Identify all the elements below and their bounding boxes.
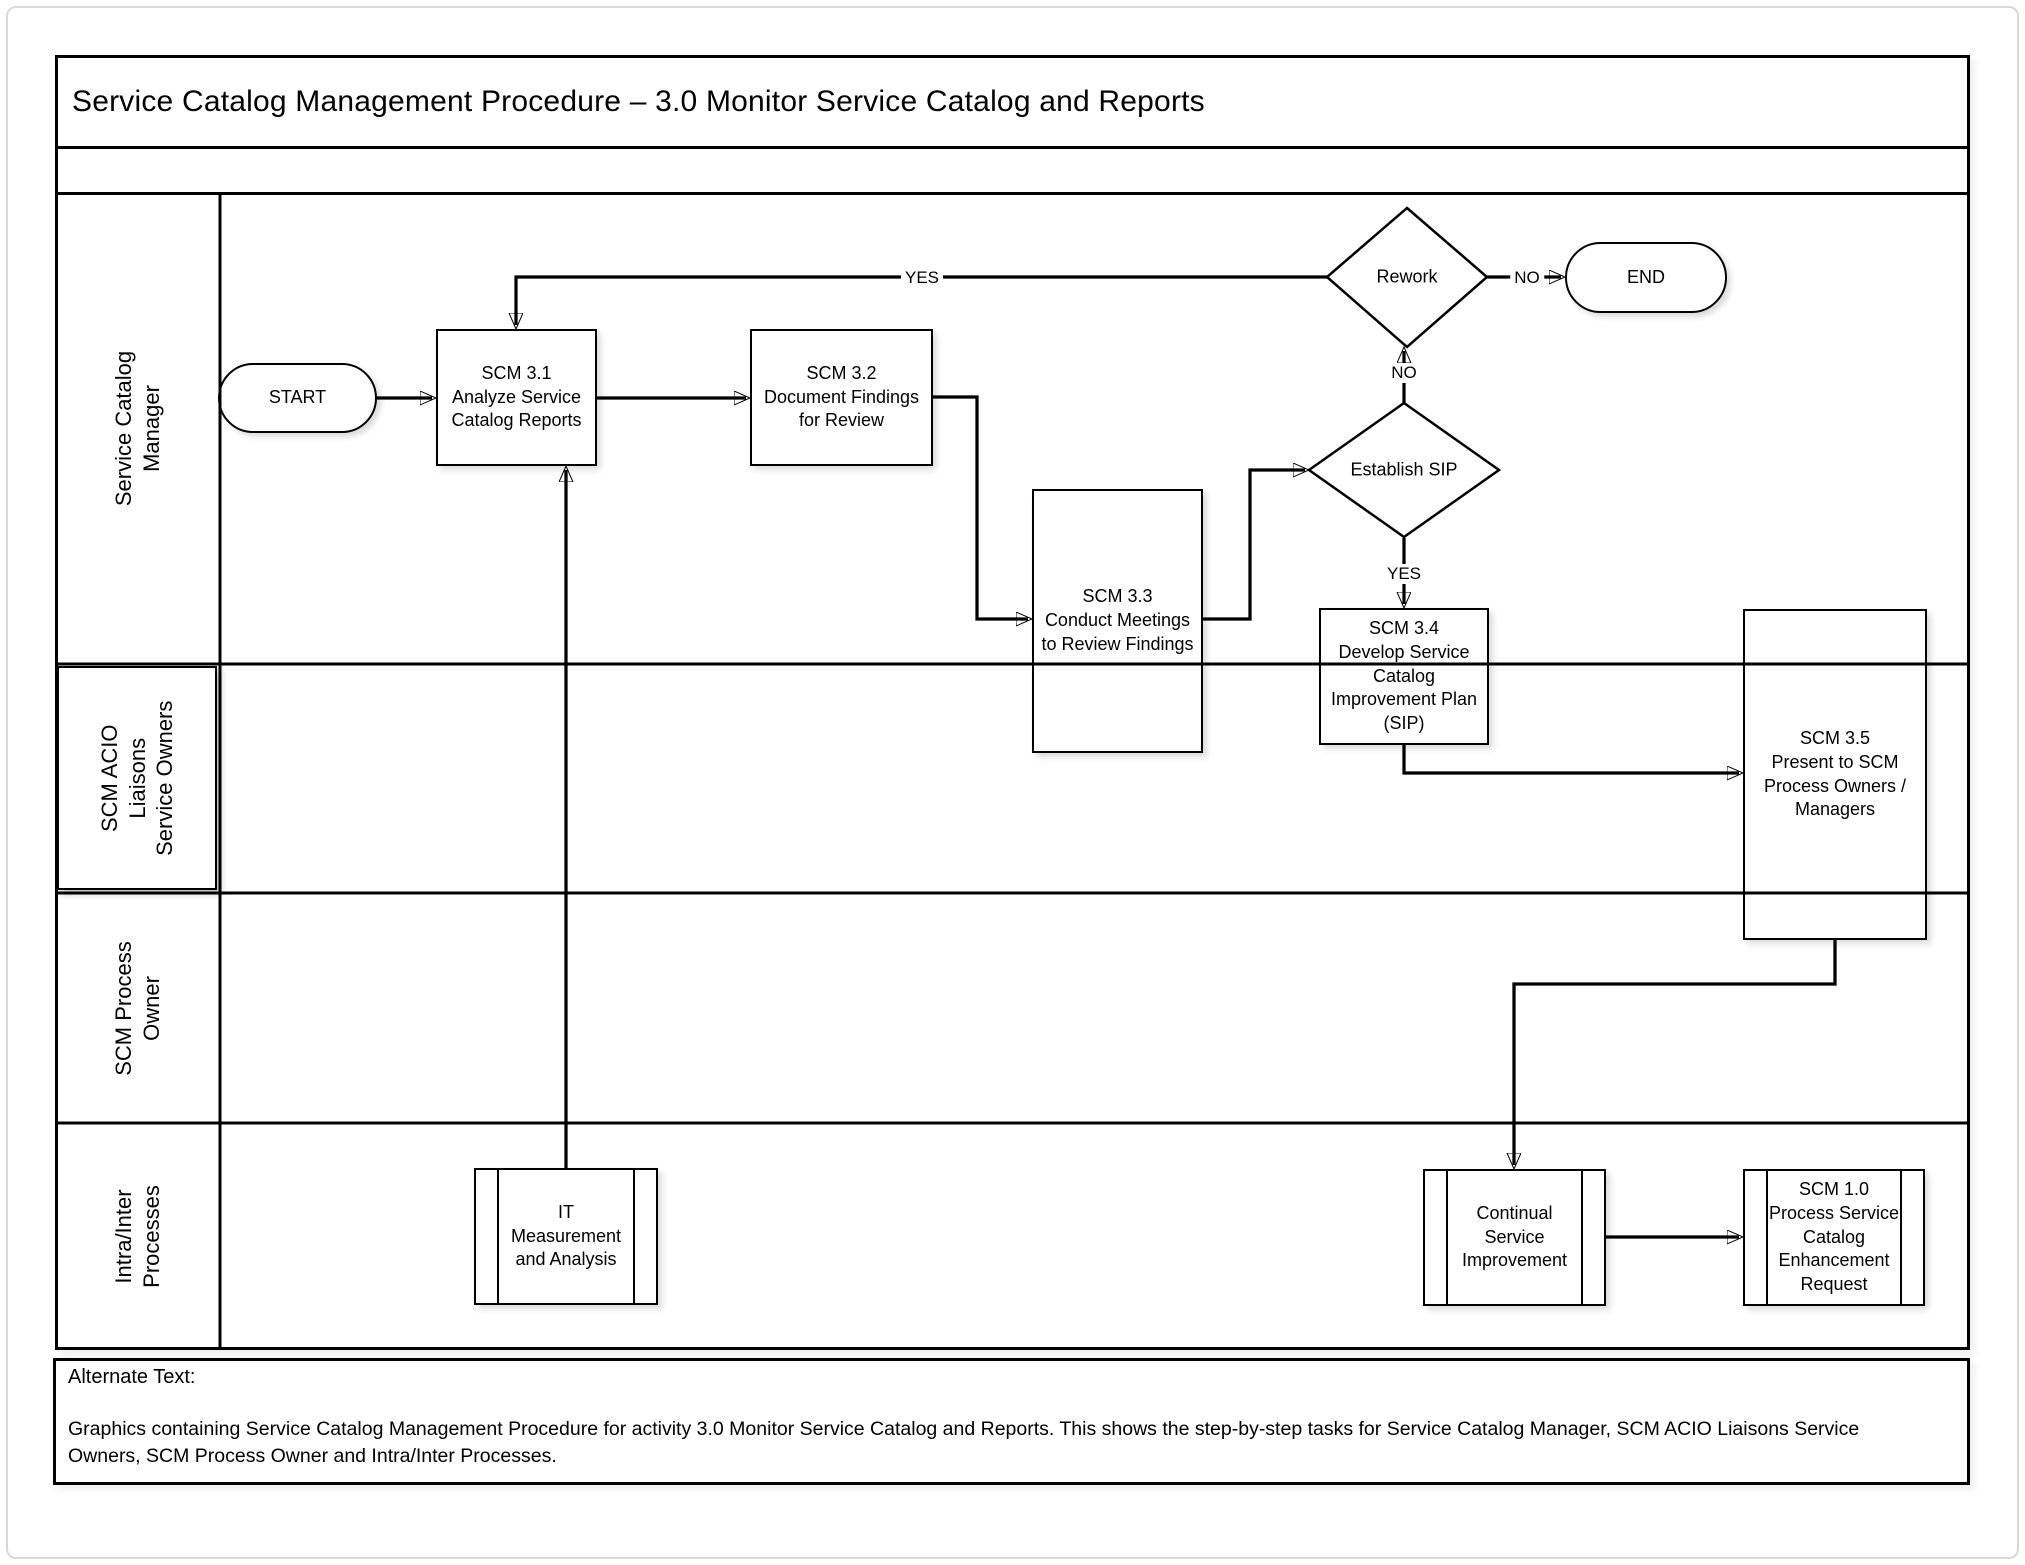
subprocess-side-bar <box>497 1169 499 1304</box>
end-node: END <box>1565 242 1727 313</box>
start-node-label: START <box>268 387 327 408</box>
continual-service-improvement-label: Continual Service Improvement <box>1461 1202 1568 1271</box>
alternate-text-body: Graphics containing Service Catalog Mana… <box>68 1418 1860 1467</box>
lane-label-text: Intra/Inter Processes <box>111 1185 164 1288</box>
alternate-text-heading: Alternate Text: <box>68 1366 196 1388</box>
scm-3-3-label: SCM 3.3 Conduct Meetings to Review Findi… <box>1041 586 1194 654</box>
empty-header-row <box>58 149 1967 195</box>
end-node-label: END <box>1626 266 1665 287</box>
lane-service-catalog-manager: Service Catalog Manager <box>55 192 220 664</box>
scm-1-0-node: SCM 1.0 Process Service Catalog Enhancem… <box>1743 1169 1925 1306</box>
lane-label-text: SCM Process Owner <box>111 940 164 1076</box>
rework-decision-label: Rework <box>1376 266 1438 287</box>
lane-label-text: Service Catalog Manager <box>111 350 164 506</box>
scm-3-1-node: SCM 3.1 Analyze Service Catalog Reports <box>436 329 597 466</box>
diagram-title-bar: Service Catalog Management Procedure – 3… <box>58 58 1967 149</box>
it-measurement-label: IT Measurement and Analysis <box>510 1201 622 1270</box>
subprocess-side-bar <box>1900 1170 1902 1305</box>
lane-label-text: SCM ACIO Liaisons Service Owners <box>96 700 177 856</box>
continual-service-improvement-node: Continual Service Improvement <box>1423 1169 1606 1306</box>
scm-3-4-label: SCM 3.4 Develop Service Catalog Improvem… <box>1330 618 1478 734</box>
scm-3-5-label: SCM 3.5 Present to SCM Process Owners / … <box>1763 728 1907 820</box>
scm-3-4-node: SCM 3.4 Develop Service Catalog Improvem… <box>1319 608 1489 745</box>
start-node: START <box>218 363 377 433</box>
diagram-title: Service Catalog Management Procedure – 3… <box>72 85 1205 118</box>
edge-label-no-rework-to-end: NO <box>1510 268 1544 288</box>
scm-3-1-label: SCM 3.1 Analyze Service Catalog Reports <box>451 362 582 431</box>
subprocess-side-bar <box>1446 1170 1448 1305</box>
edge-label-yes-establish-to-scm34: YES <box>1382 564 1426 584</box>
alternate-text-box: Alternate Text: Graphics containing Serv… <box>53 1358 1970 1485</box>
it-measurement-node: IT Measurement and Analysis <box>474 1168 658 1305</box>
subprocess-side-bar <box>1766 1170 1768 1305</box>
scm-3-5-node: SCM 3.5 Present to SCM Process Owners / … <box>1743 609 1927 940</box>
scm-3-3-node: SCM 3.3 Conduct Meetings to Review Findi… <box>1032 489 1203 753</box>
subprocess-side-bar <box>1581 1170 1583 1305</box>
subprocess-side-bar <box>633 1169 635 1304</box>
scm-1-0-label: SCM 1.0 Process Service Catalog Enhancem… <box>1768 1179 1900 1295</box>
lane-scm-process-owner: SCM Process Owner <box>55 893 220 1123</box>
scm-3-2-label: SCM 3.2 Document Findings for Review <box>763 362 920 431</box>
lane-scm-acio-liaisons-cell: SCM ACIO Liaisons Service Owners <box>57 666 217 890</box>
lane-intra-inter-processes: Intra/Inter Processes <box>55 1123 220 1350</box>
scm-3-2-node: SCM 3.2 Document Findings for Review <box>750 329 933 466</box>
edge-label-no-establish-to-rework: NO <box>1387 363 1421 383</box>
edge-label-yes-rework-return: YES <box>900 268 944 288</box>
establish-sip-decision-label: Establish SIP <box>1350 459 1458 480</box>
